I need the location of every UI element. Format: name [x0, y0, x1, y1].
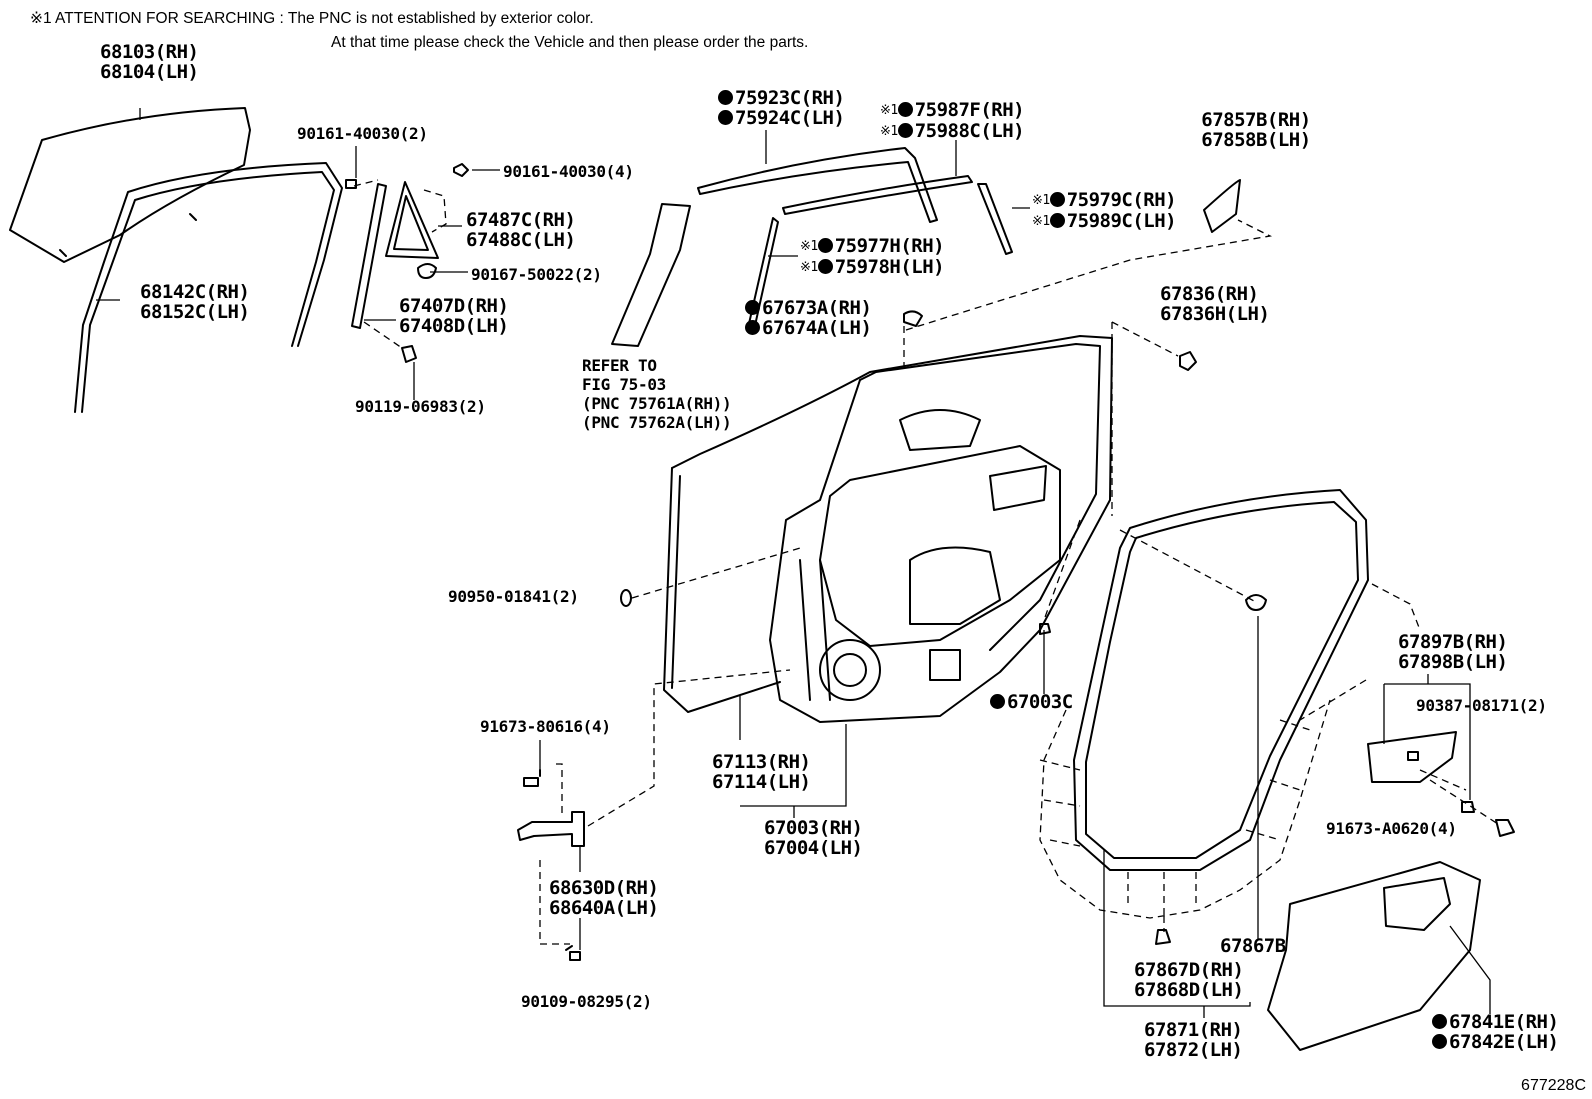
label-clip-67867b: 67867B — [1220, 935, 1286, 957]
note-dot-icon — [1432, 1014, 1447, 1029]
cover-part — [1367, 731, 1457, 783]
label-glass: 68103(RH)68104(LH) — [100, 41, 199, 83]
label-glass-run: 68142C(RH)68152C(LH) — [140, 281, 250, 323]
attention-note: ※1 ATTENTION FOR SEARCHING : The PNC is … — [30, 10, 594, 27]
note-dot-icon — [990, 694, 1005, 709]
label-film-67841: 67841E(RH) 67842E(LH) — [1432, 1012, 1559, 1052]
note-dot-icon — [897, 102, 913, 117]
label-bolt-91673-4: 91673-80616(4) — [480, 717, 611, 736]
label-protector-67857: 67857B(RH)67858B(LH) — [1201, 109, 1311, 151]
note-dot-icon — [1049, 213, 1065, 228]
leader-lines — [96, 108, 1491, 1018]
division-bar-part — [351, 183, 387, 329]
note-dot-icon — [1432, 1034, 1447, 1049]
dashed-guides — [353, 179, 1499, 945]
service-hole-film-part — [1267, 861, 1481, 1051]
note-dot-icon — [745, 320, 760, 335]
label-cover-67897: 67897B(RH)67898B(LH) — [1398, 631, 1508, 673]
label-quarter-glass: 67487C(RH)67488C(LH) — [466, 209, 576, 251]
label-weatherstrip: 67871(RH)67872(LH) — [1144, 1019, 1243, 1061]
label-bolt-90109: 90109-08295(2) — [521, 992, 652, 1011]
note-dot-icon — [817, 238, 833, 253]
note-dot-icon — [718, 110, 733, 125]
label-plug-90950: 90950-01841(2) — [448, 587, 579, 606]
door-glass-part — [9, 107, 251, 263]
note-dot-icon — [718, 90, 733, 105]
note-dot-icon — [1049, 192, 1065, 207]
label-clip-90387: 90387-08171(2) — [1416, 696, 1547, 715]
label-clip-67867d: 67867D(RH)67868D(LH) — [1134, 959, 1244, 1001]
label-clip-90167: 90167-50022(2) — [471, 265, 602, 284]
label-moulding-upper: 75923C(RH) 75924C(LH) — [718, 88, 845, 128]
attention-note-detail: At that time please check the Vehicle an… — [331, 34, 809, 51]
label-screw-91673-a: 91673-A0620(4) — [1326, 819, 1457, 838]
label-plug-67673: 67673A(RH) 67674A(LH) — [745, 298, 872, 338]
label-bolt-90161-2: 90161-40030(2) — [297, 124, 428, 143]
note-dot-icon — [745, 300, 760, 315]
label-door-panel: 67003(RH)67004(LH) — [764, 817, 863, 859]
door-panel-part — [663, 335, 1113, 723]
fastener-parts — [345, 163, 1515, 945]
label-bolt-90119: 90119-06983(2) — [355, 397, 486, 416]
label-plug-67003c: 67003C — [990, 692, 1073, 712]
label-division-bar: 67407D(RH)67408D(LH) — [399, 295, 509, 337]
label-bolt-90161-4: 90161-40030(4) — [503, 162, 634, 181]
note-dot-icon — [817, 259, 833, 274]
note-dot-icon — [897, 123, 913, 138]
weatherstrip-part — [1073, 489, 1369, 871]
quarter-glass-part — [385, 181, 439, 259]
label-outer-panel: 67113(RH)67114(LH) — [712, 751, 811, 793]
label-door-check: 68630D(RH)68640A(LH) — [549, 877, 659, 919]
figure-code: 677228C — [1521, 1077, 1586, 1094]
glass-run-part — [74, 162, 343, 413]
door-check-part — [517, 769, 585, 961]
label-plug-67836: 67836(RH)67836H(LH) — [1160, 283, 1270, 325]
